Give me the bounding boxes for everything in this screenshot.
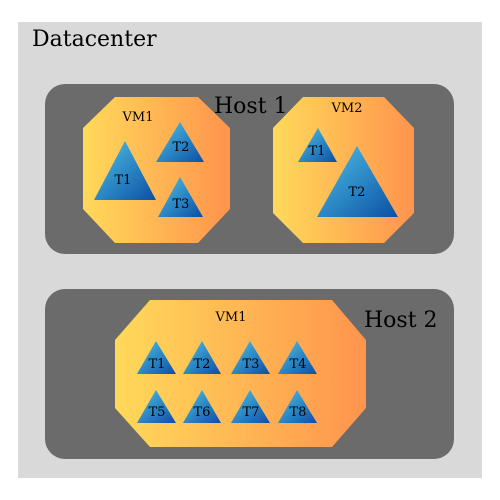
task-label: T2 [173, 140, 190, 155]
task-triangle [278, 390, 317, 423]
host-1: Host 1 VM1 T1 T2 T3 VM2 T1 T2 [45, 84, 454, 254]
task-label: T6 [194, 405, 211, 420]
task-triangle [94, 141, 156, 200]
task-label: T7 [243, 405, 260, 420]
task-triangle [156, 122, 204, 162]
task-label: T2 [194, 357, 211, 372]
task-label: T3 [243, 357, 260, 372]
host-1-label: Host 1 [214, 94, 288, 119]
task-label: T5 [149, 405, 166, 420]
task-triangle [317, 146, 398, 217]
task-label: T2 [349, 185, 366, 200]
vm-label: VM1 [122, 110, 154, 125]
vm-label: VM2 [331, 101, 363, 116]
task-triangle [183, 390, 221, 423]
host-2: Host 2 VM1 T1 T2 T3 T4 T5 T6 T7 T8 [45, 289, 454, 459]
task-triangle [183, 341, 221, 374]
task-label: T4 [290, 357, 307, 372]
task-label: T1 [309, 144, 326, 159]
task-triangle [137, 341, 176, 374]
host-2-label: Host 2 [364, 308, 438, 333]
task-label: T8 [290, 405, 307, 420]
task-triangle [298, 128, 337, 162]
host-2-vm-1: VM1 T1 T2 T3 T4 T5 T6 T7 T8 [115, 300, 366, 447]
host-1-vm-1: VM1 T1 T2 T3 [83, 97, 230, 243]
task-triangle [278, 341, 317, 374]
datacenter-label: Datacenter [32, 27, 157, 52]
task-label: T1 [149, 357, 166, 372]
vm-octagon [83, 97, 230, 243]
task-label: T3 [173, 197, 190, 212]
task-triangle [231, 390, 270, 423]
task-triangle [137, 390, 176, 423]
task-label: T1 [115, 173, 132, 188]
host-1-vm-2: VM2 T1 T2 [273, 97, 414, 243]
task-triangle [231, 341, 270, 374]
task-triangle [158, 177, 203, 217]
vm-label: VM1 [215, 310, 247, 325]
